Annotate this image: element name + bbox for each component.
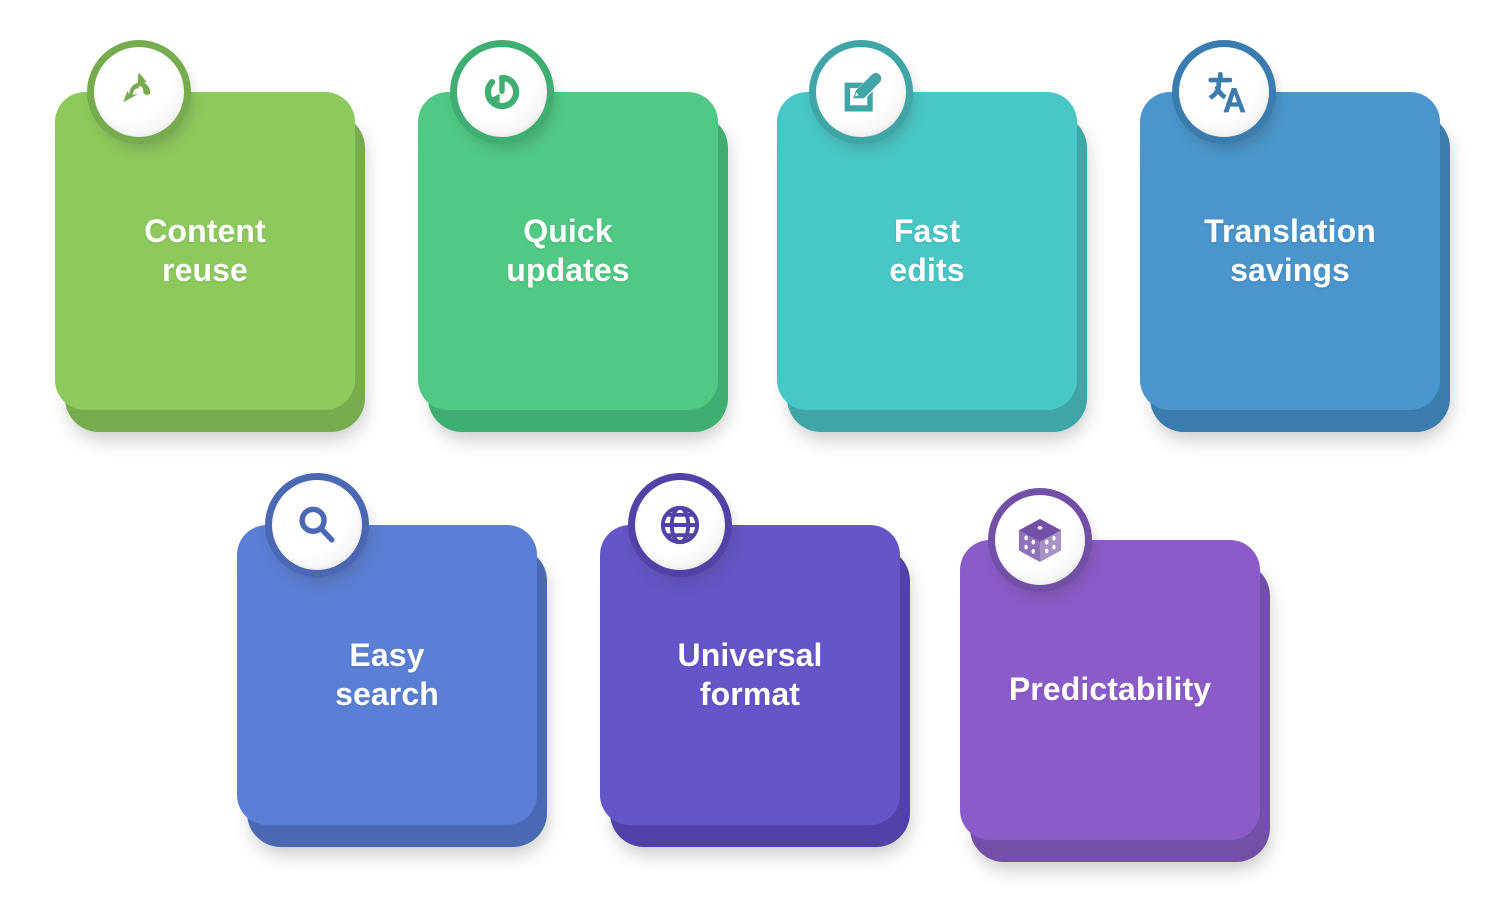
card-face[interactable]: Translation savings [1140, 92, 1440, 410]
benefit-card[interactable]: Content reuse [55, 40, 369, 440]
card-icon-badge[interactable] [265, 473, 369, 581]
card-label: Universal format [677, 636, 823, 712]
card-label: Easy search [335, 636, 439, 712]
card-icon-badge[interactable] [628, 473, 732, 581]
globe-icon [635, 480, 725, 570]
benefit-card[interactable]: Easy search [237, 473, 551, 855]
translate-icon [1179, 47, 1269, 137]
benefit-card[interactable]: Fast edits [777, 40, 1091, 440]
card-label: Content reuse [144, 212, 266, 288]
card-icon-badge[interactable] [87, 40, 191, 148]
benefit-card[interactable]: Universal format [600, 473, 914, 855]
card-icon-badge[interactable] [809, 40, 913, 148]
card-icon-badge[interactable] [988, 488, 1092, 596]
card-icon-badge[interactable] [450, 40, 554, 148]
card-face[interactable]: Easy search [237, 525, 537, 825]
search-icon [272, 480, 362, 570]
card-face[interactable]: Predictability [960, 540, 1260, 840]
card-face[interactable]: Fast edits [777, 92, 1077, 410]
refresh-icon [457, 47, 547, 137]
card-label: Predictability [1008, 671, 1212, 708]
card-face[interactable]: Quick updates [418, 92, 718, 410]
card-label: Translation savings [1204, 212, 1376, 288]
dice-icon [995, 495, 1085, 585]
card-icon-badge[interactable] [1172, 40, 1276, 148]
card-face[interactable]: Universal format [600, 525, 900, 825]
edit-pencil-icon [816, 47, 906, 137]
card-face[interactable]: Content reuse [55, 92, 355, 410]
card-label: Quick updates [506, 212, 630, 288]
card-label: Fast edits [889, 212, 965, 288]
benefit-card[interactable]: Predictability [960, 488, 1274, 870]
recycle-icon [94, 47, 184, 137]
benefit-card[interactable]: Translation savings [1140, 40, 1454, 440]
benefit-card[interactable]: Quick updates [418, 40, 732, 440]
